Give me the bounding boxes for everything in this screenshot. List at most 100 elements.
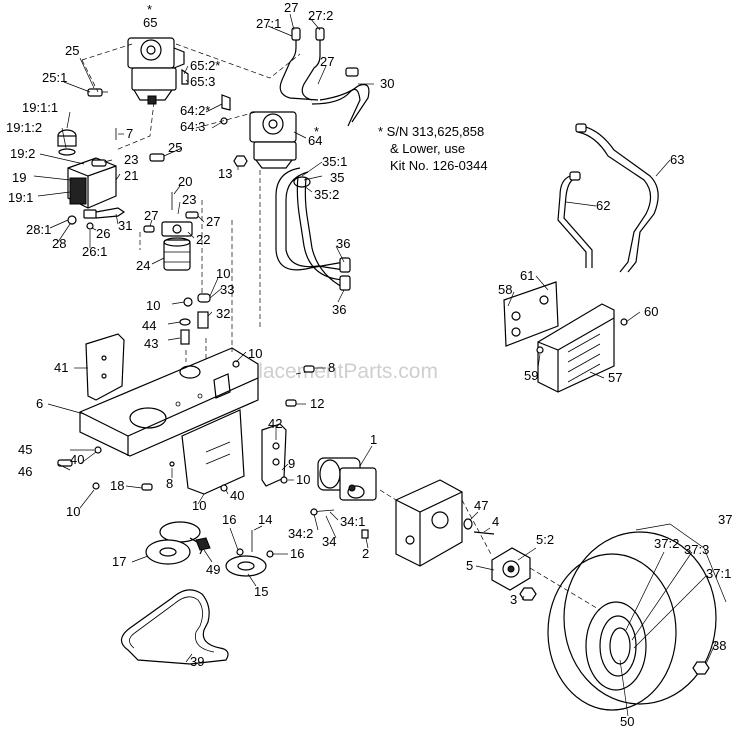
label-4: 4 bbox=[492, 514, 499, 529]
label-37-1: 37:1 bbox=[706, 566, 731, 581]
label-10-a: 10 bbox=[216, 266, 230, 281]
hydraulic-hoses-30 bbox=[279, 27, 370, 127]
frame-fasteners bbox=[57, 360, 315, 492]
note-line-2: & Lower, use bbox=[390, 141, 465, 156]
label-7: 7 bbox=[126, 126, 133, 141]
tire-37 bbox=[547, 523, 727, 711]
label-34: 34 bbox=[322, 534, 336, 549]
hydraulic-pump-upper bbox=[127, 37, 185, 105]
label-47: 47 bbox=[474, 498, 488, 513]
label-28-1: 28:1 bbox=[26, 222, 51, 237]
label-35: 35 bbox=[330, 170, 344, 185]
label-5-2: 5:2 bbox=[536, 532, 554, 547]
label-35-1: 35:1 bbox=[322, 154, 347, 169]
note-line-1: * S/N 313,625,858 bbox=[378, 124, 484, 139]
label-5: 5 bbox=[466, 558, 473, 573]
label-27-1: 27:1 bbox=[256, 16, 281, 31]
label-33: 33 bbox=[220, 282, 234, 297]
label-37-2: 37:2 bbox=[654, 536, 679, 551]
hydraulic-filter-24 bbox=[161, 221, 193, 271]
label-50: 50 bbox=[620, 714, 634, 729]
bolt-4 bbox=[473, 531, 495, 535]
label-60: 60 bbox=[644, 304, 658, 319]
label-44: 44 bbox=[142, 318, 156, 333]
label-37-3: 37:3 bbox=[684, 542, 709, 557]
fitting-25-upper bbox=[87, 88, 108, 97]
label-31: 31 bbox=[118, 218, 132, 233]
label-19-2: 19:2 bbox=[10, 146, 35, 161]
bracket-64-2 bbox=[221, 94, 231, 111]
hydraulic-pump-lower bbox=[249, 111, 297, 169]
label-41: 41 bbox=[54, 360, 68, 375]
label-61: 61 bbox=[520, 268, 534, 283]
label-24: 24 bbox=[136, 258, 150, 273]
label-27-right: 27 bbox=[206, 214, 220, 229]
callout-labels: * 65 25 25:1 65:2* 65:3 64:2* 64:3 27 27… bbox=[6, 0, 732, 729]
label-17: 17 bbox=[112, 554, 126, 569]
label-26-1: 26:1 bbox=[82, 244, 107, 259]
label-10-b: 10 bbox=[146, 298, 160, 313]
label-49: 49 bbox=[206, 562, 220, 577]
label-25-1: 25:1 bbox=[42, 70, 67, 85]
fitting-27-filter bbox=[185, 211, 199, 219]
label-12: 12 bbox=[310, 396, 324, 411]
fitting-27-left bbox=[143, 225, 155, 233]
label-28: 28 bbox=[52, 236, 66, 251]
bracket-42 bbox=[261, 423, 287, 487]
leader-lines bbox=[33, 13, 717, 717]
label-27-top: 27 bbox=[284, 0, 298, 15]
label-8-b: 8 bbox=[166, 476, 173, 491]
label-35-2: 35:2 bbox=[314, 187, 339, 202]
label-14: 14 bbox=[258, 512, 272, 527]
fitting-25-lower bbox=[149, 153, 165, 162]
label-13: 13 bbox=[218, 166, 232, 181]
screw-59 bbox=[536, 346, 544, 354]
label-22: 22 bbox=[196, 232, 210, 247]
label-64-3: 64:3 bbox=[180, 119, 205, 134]
label-65: 65 bbox=[143, 15, 157, 30]
label-45: 45 bbox=[18, 442, 32, 457]
label-2: 2 bbox=[362, 546, 369, 561]
label-32: 32 bbox=[216, 306, 230, 321]
label-19: 19 bbox=[12, 170, 26, 185]
note-line-3: Kit No. 126-0344 bbox=[390, 158, 488, 173]
label-27-mid: 27 bbox=[320, 54, 334, 69]
label-19-1-1: 19:1:1 bbox=[22, 100, 58, 115]
label-25-lower: 25 bbox=[168, 140, 182, 155]
label-59: 59 bbox=[524, 368, 538, 383]
lug-nut-38 bbox=[692, 661, 710, 675]
nut-3 bbox=[519, 587, 537, 601]
spacer-hardware bbox=[179, 293, 211, 345]
label-64: 64 bbox=[308, 133, 322, 148]
spring-49 bbox=[195, 537, 211, 551]
watermark: eReplacementParts.com bbox=[208, 360, 438, 383]
label-27-2: 27:2 bbox=[308, 8, 333, 23]
cooler-lines-62-63 bbox=[557, 123, 659, 273]
label-65-3: 65:3 bbox=[190, 74, 215, 89]
label-46: 46 bbox=[18, 464, 32, 479]
label-18: 18 bbox=[110, 478, 124, 493]
label-42: 42 bbox=[268, 416, 282, 431]
wheel-hub-5 bbox=[491, 547, 531, 591]
label-19-1-2: 19:1:2 bbox=[6, 120, 42, 135]
label-26: 26 bbox=[96, 226, 110, 241]
label-62: 62 bbox=[596, 198, 610, 213]
washer-47 bbox=[463, 518, 473, 530]
label-16-a: 16 bbox=[222, 512, 236, 527]
label-asterisk-65: * bbox=[147, 2, 152, 17]
cooler-bracket-58 bbox=[503, 281, 559, 347]
label-1: 1 bbox=[370, 432, 377, 447]
hydraulic-reservoir-19 bbox=[57, 129, 117, 209]
label-63: 63 bbox=[670, 152, 684, 167]
label-10-c: 10 bbox=[248, 346, 262, 361]
label-15: 15 bbox=[254, 584, 268, 599]
label-23-right: 23 bbox=[182, 192, 196, 207]
label-20: 20 bbox=[178, 174, 192, 189]
label-36-upper: 36 bbox=[336, 236, 350, 251]
label-64-2: 64:2* bbox=[180, 103, 210, 118]
label-40-b: 40 bbox=[230, 488, 244, 503]
label-19-1: 19:1 bbox=[8, 190, 33, 205]
label-57: 57 bbox=[608, 370, 622, 385]
label-9: 9 bbox=[288, 456, 295, 471]
